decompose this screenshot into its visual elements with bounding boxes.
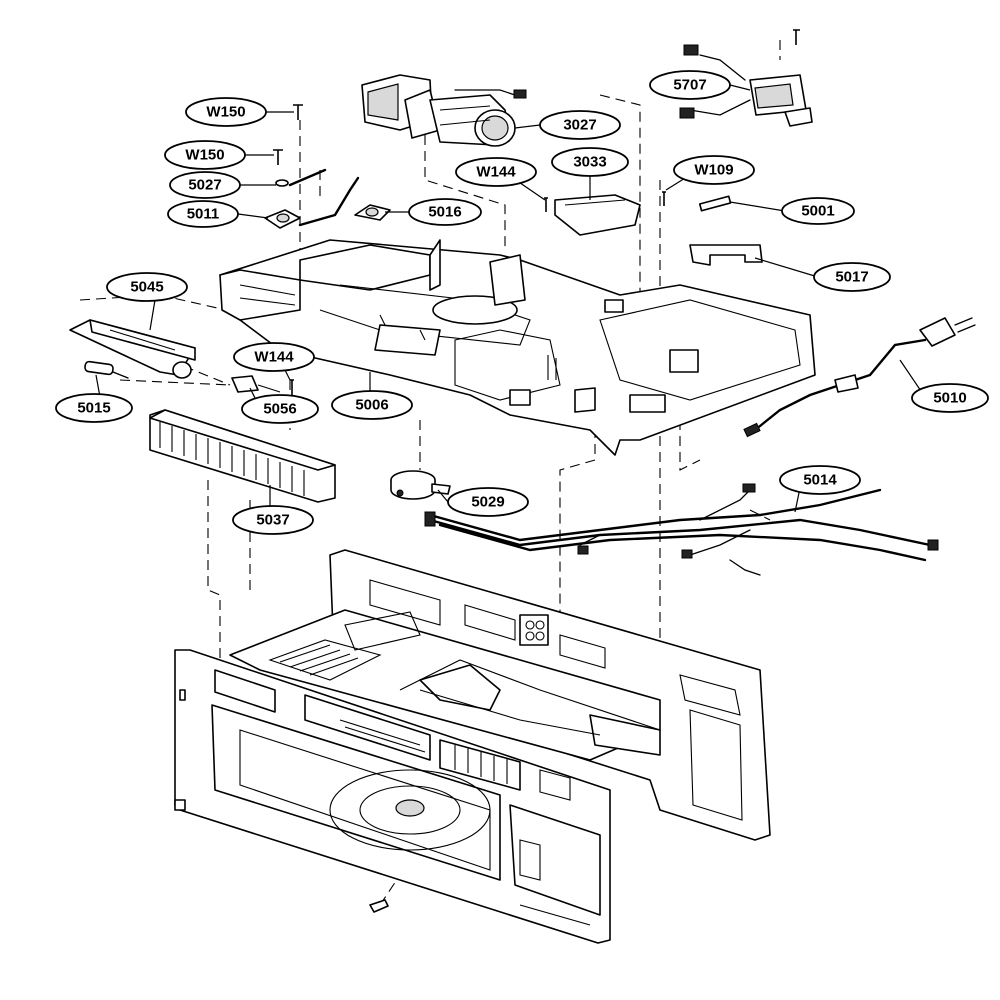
callout-5016: 5016 xyxy=(408,198,482,226)
callout-label: W144 xyxy=(476,164,516,181)
fan-motor-3027 xyxy=(361,74,527,147)
callout-5006: 5006 xyxy=(331,390,413,420)
callout-w144-b: W144 xyxy=(455,157,537,187)
wire-harness-5014 xyxy=(424,483,939,576)
callout-label: 5037 xyxy=(256,512,289,529)
thermal-fuse-5001 xyxy=(698,195,732,212)
callout-label: 5016 xyxy=(428,204,461,221)
callout-w109: W109 xyxy=(673,155,755,185)
transformer-5707 xyxy=(679,29,813,127)
callout-label: 5045 xyxy=(130,279,163,296)
callout-5001: 5001 xyxy=(781,197,855,225)
callout-label: W150 xyxy=(185,147,224,164)
callout-5056: 5056 xyxy=(241,394,319,424)
callout-label: 5010 xyxy=(933,390,966,407)
base-plate-5006 xyxy=(219,239,816,456)
stirrer-motor-5029 xyxy=(390,470,451,500)
callout-label: 3027 xyxy=(563,117,596,134)
thermostat-5011 xyxy=(264,176,360,229)
callout-5707: 5707 xyxy=(649,70,731,100)
callout-label: 5056 xyxy=(263,401,296,418)
duct-cover-3033 xyxy=(544,191,666,236)
callout-label: 5001 xyxy=(801,203,834,220)
callout-label: 5029 xyxy=(471,494,504,511)
control-panel-5045 xyxy=(69,319,196,379)
bracket-5017 xyxy=(689,244,763,266)
callout-3033: 3033 xyxy=(551,147,629,177)
callout-label: W150 xyxy=(206,104,245,121)
callout-5015: 5015 xyxy=(55,393,133,423)
callout-w150-a: W150 xyxy=(185,97,267,127)
callout-label: 5017 xyxy=(835,269,868,286)
callout-5029: 5029 xyxy=(447,487,529,517)
callout-label: 5014 xyxy=(803,472,837,489)
callout-label: W109 xyxy=(694,162,733,179)
grille-5037 xyxy=(149,409,336,503)
callout-label: 5707 xyxy=(673,77,706,94)
oven-cavity xyxy=(174,549,771,944)
callout-w150-b: W150 xyxy=(164,140,246,170)
callout-5017: 5017 xyxy=(813,262,891,292)
callout-label: 5015 xyxy=(77,400,110,417)
socket-5056 xyxy=(231,375,294,395)
callout-3027: 3027 xyxy=(539,110,621,140)
screws xyxy=(273,104,303,165)
lamp-5015 xyxy=(84,360,129,379)
sensor-5027 xyxy=(275,168,327,187)
callout-label: 5027 xyxy=(188,177,221,194)
callout-5014: 5014 xyxy=(779,465,861,495)
callout-5011: 5011 xyxy=(167,200,239,228)
callout-5045: 5045 xyxy=(106,272,188,302)
callout-label: 5011 xyxy=(187,206,220,223)
callout-5010: 5010 xyxy=(911,383,989,413)
callout-5027: 5027 xyxy=(169,171,241,199)
callout-5037: 5037 xyxy=(232,505,314,535)
callout-w144-a: W144 xyxy=(233,342,315,372)
callout-label: 3033 xyxy=(573,154,606,171)
callout-label: 5006 xyxy=(355,397,388,414)
callout-label: W144 xyxy=(254,349,294,366)
power-cord-5010 xyxy=(743,317,976,438)
thermostat-5016 xyxy=(354,204,391,221)
